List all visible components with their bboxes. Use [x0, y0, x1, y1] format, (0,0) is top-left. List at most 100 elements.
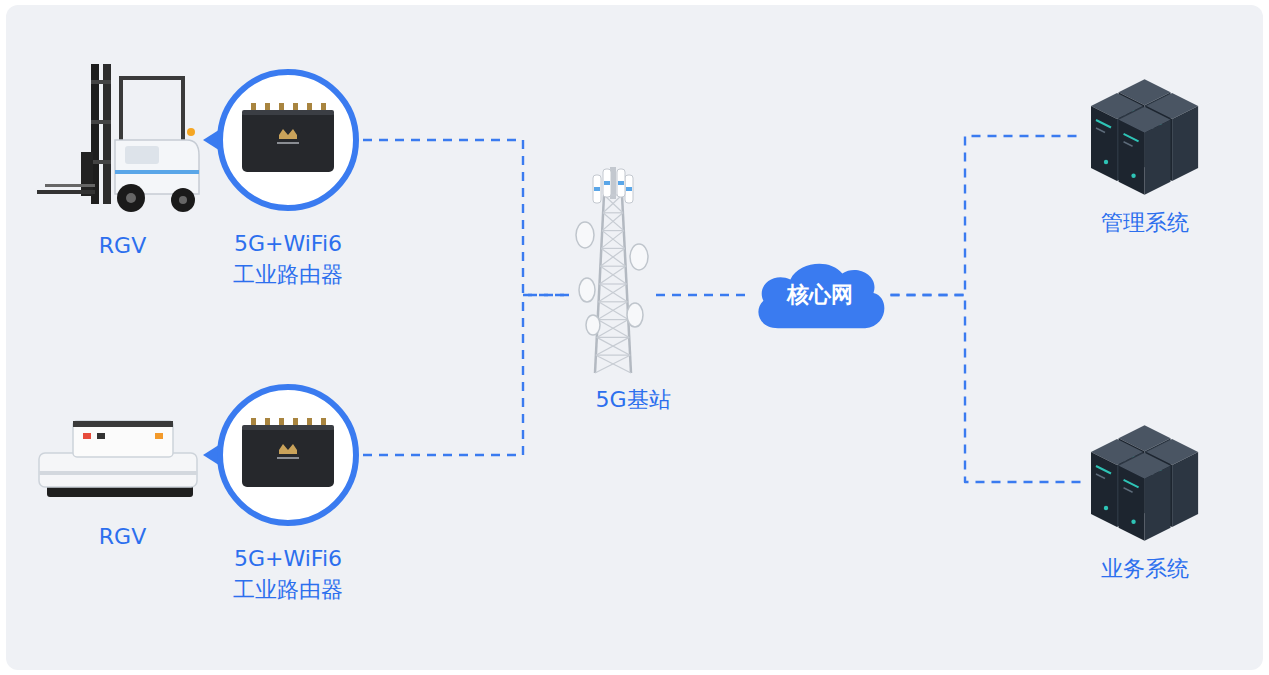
- node-label: 5G+WiFi6 工业路由器: [213, 544, 363, 606]
- server-led: [1096, 120, 1111, 128]
- tower-brace: [603, 195, 622, 213]
- server-illustration: [1085, 72, 1205, 200]
- tower-brace: [598, 319, 629, 320]
- guard-post: [119, 76, 123, 142]
- server-front: [1091, 106, 1117, 181]
- server-system: 业务系统: [1085, 418, 1205, 585]
- agv-top-edge: [73, 421, 173, 427]
- base-station: 5G基站: [573, 165, 693, 416]
- router-top-edge: [242, 425, 334, 430]
- tower-brace: [600, 283, 627, 284]
- mast-crossbar: [91, 160, 111, 164]
- mast-crossbar: [91, 120, 111, 124]
- server-slot: [1096, 128, 1105, 133]
- overhead-guard: [119, 76, 185, 80]
- tower-brace: [601, 248, 624, 249]
- server-side: [1145, 120, 1171, 195]
- antenna-band: [604, 181, 610, 185]
- rgv-vehicle: RGV: [35, 415, 210, 553]
- core-network-cloud: 核心网: [753, 256, 888, 334]
- fork: [45, 184, 95, 187]
- node-label: 5G基站: [573, 385, 693, 416]
- antenna-panel: [625, 175, 633, 203]
- agv-button: [97, 433, 105, 439]
- node-label: 业务系统: [1085, 554, 1205, 585]
- tower-brace: [595, 355, 630, 373]
- cloud-outline: [758, 264, 884, 328]
- wheel: [171, 188, 195, 212]
- server-led: [1096, 466, 1111, 474]
- server-slot: [1096, 474, 1105, 479]
- router-device: [242, 425, 334, 487]
- server-side: [1172, 452, 1198, 527]
- router-callout: 5G+WiFi6 工业路由器: [203, 65, 373, 291]
- tower-brace: [596, 355, 630, 356]
- tower-brace: [599, 301, 628, 302]
- node-label: RGV: [43, 231, 203, 262]
- server-front: [1119, 120, 1145, 195]
- agv-stripe: [39, 471, 197, 475]
- tower-brace: [602, 231, 625, 249]
- router-illustration: [203, 65, 373, 215]
- antenna-band: [618, 181, 624, 185]
- warning-light: [187, 128, 195, 136]
- agv-top-box: [73, 421, 173, 457]
- router-logo: [279, 444, 297, 454]
- antenna-panel: [603, 169, 611, 197]
- wheel: [117, 184, 145, 212]
- server-side: [1172, 106, 1198, 181]
- router-callout: 5G+WiFi6 工业路由器: [203, 380, 373, 606]
- microwave-dish: [576, 222, 594, 248]
- wheel-hub: [126, 193, 136, 203]
- mast-rail: [103, 64, 111, 204]
- tower-brace: [597, 337, 630, 355]
- tower-brace: [597, 337, 629, 338]
- agv-light: [155, 433, 163, 439]
- dashed-connector: [891, 136, 1083, 295]
- server-slot: [1124, 488, 1133, 493]
- tower-brace: [600, 284, 628, 302]
- router-device: [242, 110, 334, 172]
- server-front: [1091, 452, 1117, 527]
- server-front: [1119, 466, 1145, 541]
- tower-brace: [600, 266, 626, 284]
- tower-brace: [604, 195, 623, 213]
- tower-brace: [598, 302, 628, 320]
- tower-brace: [596, 355, 631, 373]
- tower-brace: [602, 230, 624, 231]
- dashed-connector: [363, 295, 570, 455]
- microwave-dish: [627, 303, 643, 327]
- fork-carriage: [81, 152, 93, 196]
- agv-body: [39, 453, 197, 487]
- dashed-connector: [891, 295, 1083, 482]
- rgv-vehicle: RGV: [35, 60, 210, 262]
- tower-brace: [600, 266, 626, 284]
- server-led: [1124, 134, 1139, 142]
- forklift-illustration: [35, 60, 210, 215]
- agv-illustration: [35, 415, 210, 510]
- tower-brace: [600, 266, 625, 267]
- dashed-connector: [656, 294, 750, 296]
- node-label: 管理系统: [1085, 208, 1205, 239]
- server-side: [1145, 466, 1171, 541]
- callout-circle: [220, 387, 356, 523]
- tower-brace: [601, 231, 624, 249]
- router-logo: [279, 129, 297, 139]
- server-power: [1104, 160, 1108, 164]
- background-panel: [6, 5, 1263, 670]
- tower-illustration: [573, 165, 653, 375]
- router-illustration: [203, 380, 373, 530]
- node-label: RGV: [43, 522, 203, 553]
- antenna-panel: [617, 169, 625, 197]
- mast-crossbar: [91, 80, 111, 84]
- router-top-edge: [242, 110, 334, 115]
- tower-brace: [597, 320, 629, 338]
- fork: [37, 190, 95, 194]
- node-label: 5G+WiFi6 工业路由器: [213, 229, 363, 291]
- server-power: [1104, 506, 1108, 510]
- router-logo-line: [277, 457, 299, 459]
- cloud-label: 核心网: [787, 280, 853, 311]
